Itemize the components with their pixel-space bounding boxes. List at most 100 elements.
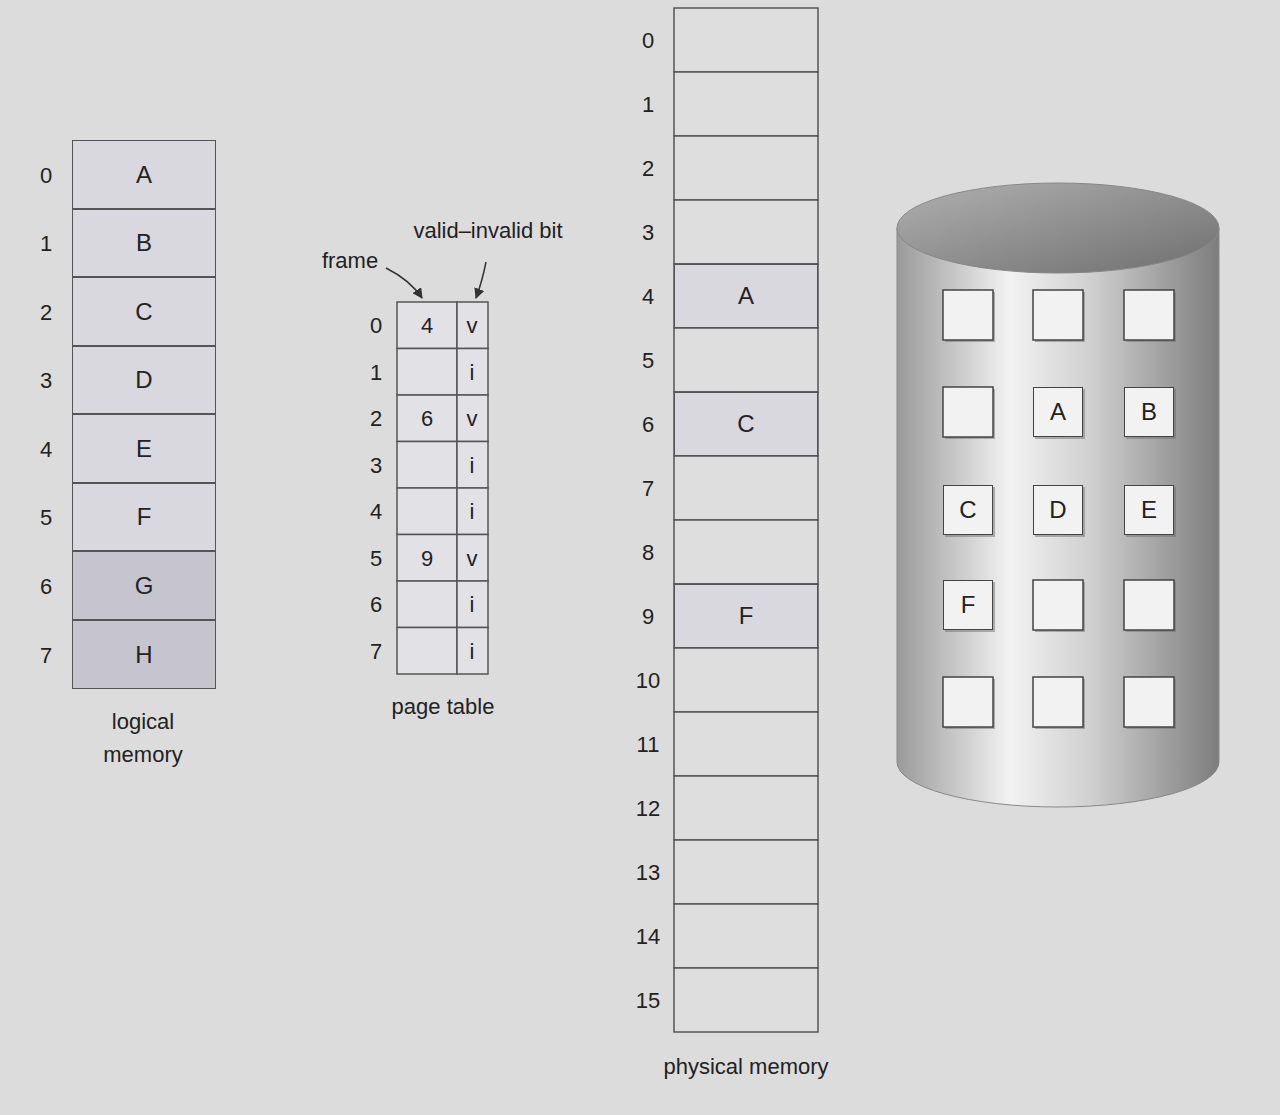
disk-block <box>943 677 993 727</box>
page-number: 2 <box>370 402 382 435</box>
caption: physical memory <box>663 1050 828 1083</box>
frame-number: 9 <box>421 541 433 574</box>
frame-cell <box>397 395 457 442</box>
memory-frame <box>674 136 818 200</box>
frame-index: 1 <box>642 88 654 121</box>
column-label: valid–invalid bit <box>401 214 576 247</box>
valid-bit: i <box>470 355 475 388</box>
node-text: F <box>961 591 976 619</box>
disk-block <box>1124 580 1174 630</box>
frame-index: 14 <box>636 920 660 953</box>
bit-cell <box>457 395 488 442</box>
frame-index: 6 <box>642 408 654 441</box>
bit-cell <box>457 302 488 349</box>
valid-bit: i <box>470 634 475 667</box>
node-text: E <box>1141 496 1157 524</box>
frame-index: 0 <box>642 24 654 57</box>
frame-index: 5 <box>642 344 654 377</box>
logical-page: F <box>72 483 216 551</box>
node-text: F <box>739 602 754 630</box>
node-text: B <box>1141 398 1157 426</box>
page-number: 5 <box>40 501 52 534</box>
logical-page: G <box>72 551 216 620</box>
disk-block <box>1124 677 1174 727</box>
memory-frame <box>674 328 818 392</box>
frame-cell <box>397 581 457 628</box>
page-number: 6 <box>40 569 52 602</box>
frame-cell <box>397 628 457 675</box>
disk-block: D <box>1033 485 1083 535</box>
logical-page: D <box>72 346 216 414</box>
disk-block <box>943 290 993 340</box>
column-label: frame <box>322 244 378 277</box>
disk-top <box>897 183 1219 273</box>
disk-block <box>1124 290 1174 340</box>
frame-index: 4 <box>642 280 654 313</box>
memory-frame <box>674 904 818 968</box>
frame-index: 3 <box>642 216 654 249</box>
valid-bit: v <box>467 402 478 435</box>
leader-arrow <box>386 268 422 298</box>
node-text: F <box>137 503 152 531</box>
disk-block: E <box>1124 485 1174 535</box>
disk-block <box>1033 290 1083 340</box>
memory-frame: A <box>674 264 818 328</box>
page-number: 5 <box>370 541 382 574</box>
valid-bit: v <box>467 541 478 574</box>
frame-index: 12 <box>636 792 660 825</box>
page-number: 1 <box>40 227 52 260</box>
page-number: 3 <box>370 448 382 481</box>
node-text: H <box>135 641 152 669</box>
memory-frame <box>674 840 818 904</box>
frame-cell <box>397 535 457 582</box>
logical-page: E <box>72 414 216 483</box>
memory-frame <box>674 200 818 264</box>
page-number: 0 <box>40 158 52 191</box>
valid-bit: v <box>467 309 478 342</box>
memory-frame <box>674 264 818 328</box>
disk-block <box>1033 580 1083 630</box>
memory-frame <box>674 584 818 648</box>
memory-frame <box>674 776 818 840</box>
memory-frame <box>674 456 818 520</box>
memory-frame <box>674 712 818 776</box>
node-text: G <box>135 572 154 600</box>
page-number: 0 <box>370 309 382 342</box>
page-number: 6 <box>370 588 382 621</box>
frame-index: 15 <box>636 984 660 1017</box>
logical-page: H <box>72 620 216 689</box>
memory-frame: C <box>674 392 818 456</box>
memory-frame <box>674 392 818 456</box>
frame-index: 11 <box>637 728 660 761</box>
disk-body <box>897 228 1219 807</box>
memory-frame: F <box>674 584 818 648</box>
node-text: D <box>1049 496 1066 524</box>
memory-frame <box>674 968 818 1032</box>
bit-cell <box>457 628 488 675</box>
logical-page: B <box>72 209 216 277</box>
bit-cell <box>457 581 488 628</box>
memory-frame <box>674 72 818 136</box>
page-number: 4 <box>370 495 382 528</box>
page-number: 4 <box>40 432 52 465</box>
node-text: A <box>136 161 152 189</box>
page-number: 7 <box>40 638 52 671</box>
frame-index: 13 <box>636 856 660 889</box>
caption: logical memory <box>78 705 208 771</box>
node-text: A <box>1050 398 1066 426</box>
bit-cell <box>457 442 488 489</box>
disk-block <box>1033 677 1083 727</box>
memory-frame <box>674 8 818 72</box>
logical-page: C <box>72 277 216 346</box>
node-text: C <box>135 298 152 326</box>
page-number: 2 <box>40 295 52 328</box>
node-text: A <box>738 282 754 310</box>
frame-index: 8 <box>642 536 654 569</box>
page-number: 1 <box>370 355 382 388</box>
caption: page table <box>392 690 495 723</box>
node-text: D <box>135 366 152 394</box>
node-text: C <box>959 496 976 524</box>
node-text: E <box>136 435 152 463</box>
valid-bit: i <box>470 495 475 528</box>
frame-index: 2 <box>642 152 654 185</box>
